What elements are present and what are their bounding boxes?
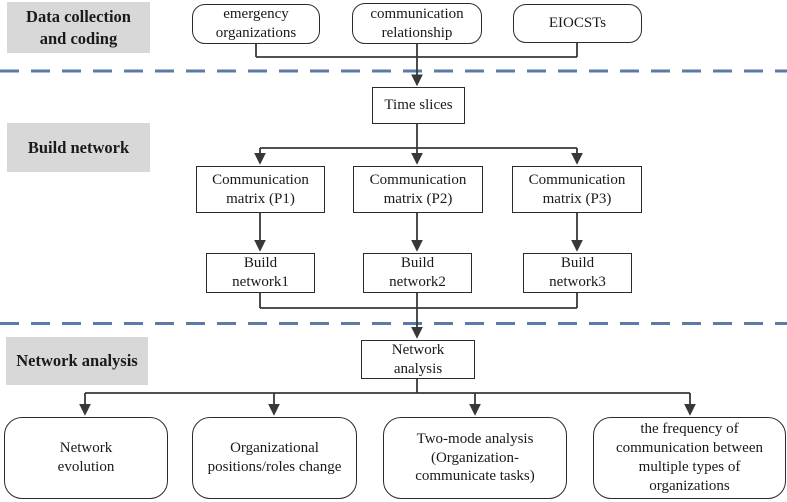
node-network-evolution: Network evolution [4,417,168,499]
node-frequency-of-communication: the frequency of communication between m… [593,417,786,499]
node-label: Two-mode analysis (Organization- communi… [415,430,535,485]
node-build-network2: Build network2 [363,253,472,293]
node-label: Build network2 [389,255,446,290]
node-label: communication relationship [370,5,464,41]
section-label-network-analysis: Network analysis [6,337,148,385]
node-build-network1: Build network1 [206,253,315,293]
node-two-mode-analysis: Two-mode analysis (Organization- communi… [383,417,567,499]
section-label-text: Build network [27,137,130,157]
node-label: Build network1 [232,255,289,290]
node-eiocsts: EIOCSTs [513,4,642,43]
node-label: Communication matrix (P2) [369,171,467,207]
node-label: emergency organizations [215,6,297,41]
section-label-data-collection: Data collection and coding [7,2,150,53]
node-label: Build network3 [549,255,606,290]
node-label: Communication matrix (P1) [212,171,309,207]
section-label-build-network: Build network [7,123,150,172]
node-build-network3: Build network3 [523,253,632,293]
node-label: Organizational positions/roles change [207,440,342,475]
node-communication-matrix-p1: Communication matrix (P1) [196,166,325,213]
node-communication-relationship: communication relationship [352,3,482,44]
node-label: Network evolution [57,440,115,475]
section-label-text: Data collection and coding [26,7,131,48]
node-time-slices: Time slices [372,87,465,124]
node-network-analysis: Network analysis [361,340,475,379]
node-label: the frequency of communication between m… [615,421,764,494]
node-organizational-positions-roles-change: Organizational positions/roles change [192,417,357,499]
node-label: EIOCSTs [548,15,607,32]
node-communication-matrix-p3: Communication matrix (P3) [512,166,642,213]
section-label-text: Network analysis [16,351,138,371]
node-label: Network analysis [391,341,445,377]
node-emergency-organizations: emergency organizations [192,4,320,44]
node-label: Time slices [384,97,453,114]
node-label: Communication matrix (P3) [528,171,626,207]
node-communication-matrix-p2: Communication matrix (P2) [353,166,483,213]
